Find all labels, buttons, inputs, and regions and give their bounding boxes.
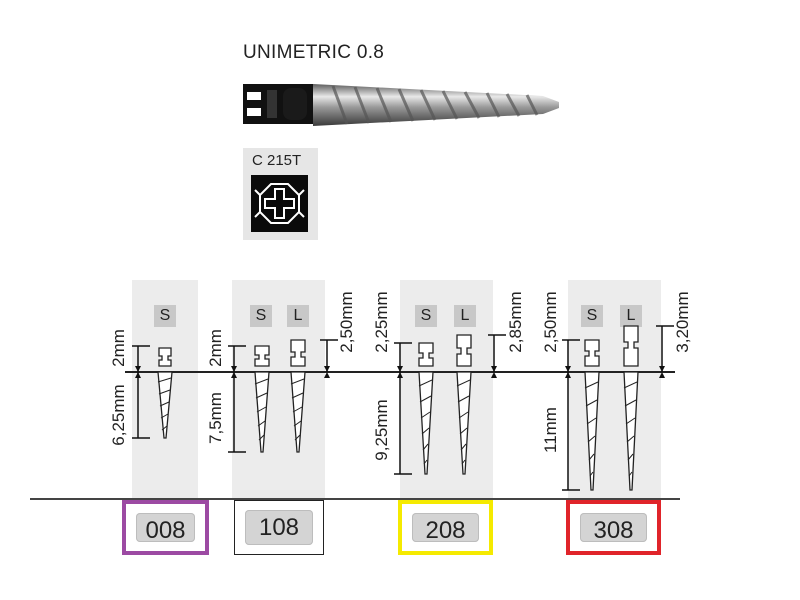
size-box-308: 308 xyxy=(566,500,661,555)
cross-section-icon xyxy=(251,175,308,232)
screw-post-image xyxy=(243,84,559,126)
column-bg-108 xyxy=(232,280,325,498)
base-line xyxy=(30,498,680,500)
dim-body-008: 6,25mm xyxy=(109,384,128,446)
dim-head-208: 2,25mm xyxy=(372,291,391,353)
variant-badge-l: L xyxy=(620,305,642,327)
product-title: UNIMETRIC 0.8 xyxy=(243,42,385,63)
profile-label: C 215T xyxy=(252,152,302,169)
variant-badge-l: L xyxy=(287,305,309,327)
size-label-008: 008 xyxy=(136,513,195,544)
dim-head-108: 2mm xyxy=(206,329,225,367)
size-box-008: 008 xyxy=(122,500,209,555)
size-label-108: 108 xyxy=(245,510,313,545)
size-box-108: 108 xyxy=(234,500,324,555)
variant-badge-l: L xyxy=(454,305,476,327)
variant-badge-s: S xyxy=(250,305,272,327)
variant-badge-s: S xyxy=(415,305,437,327)
dim-body-208: 9,25mm xyxy=(372,399,391,461)
dim-body-308: 11mm xyxy=(541,407,560,453)
dim-long-head-108: 2,50mm xyxy=(337,291,356,353)
variant-badge-s: S xyxy=(154,305,176,327)
size-box-208: 208 xyxy=(398,500,493,555)
size-label-308: 308 xyxy=(580,513,647,544)
dim-long-head-208: 2,85mm xyxy=(506,291,525,353)
dim-long-head-308: 3,20mm xyxy=(673,291,692,353)
dim-body-108: 7,5mm xyxy=(206,392,225,444)
dim-head-308: 2,50mm xyxy=(541,291,560,353)
variant-badge-s: S xyxy=(581,305,603,327)
size-label-208: 208 xyxy=(412,513,479,544)
